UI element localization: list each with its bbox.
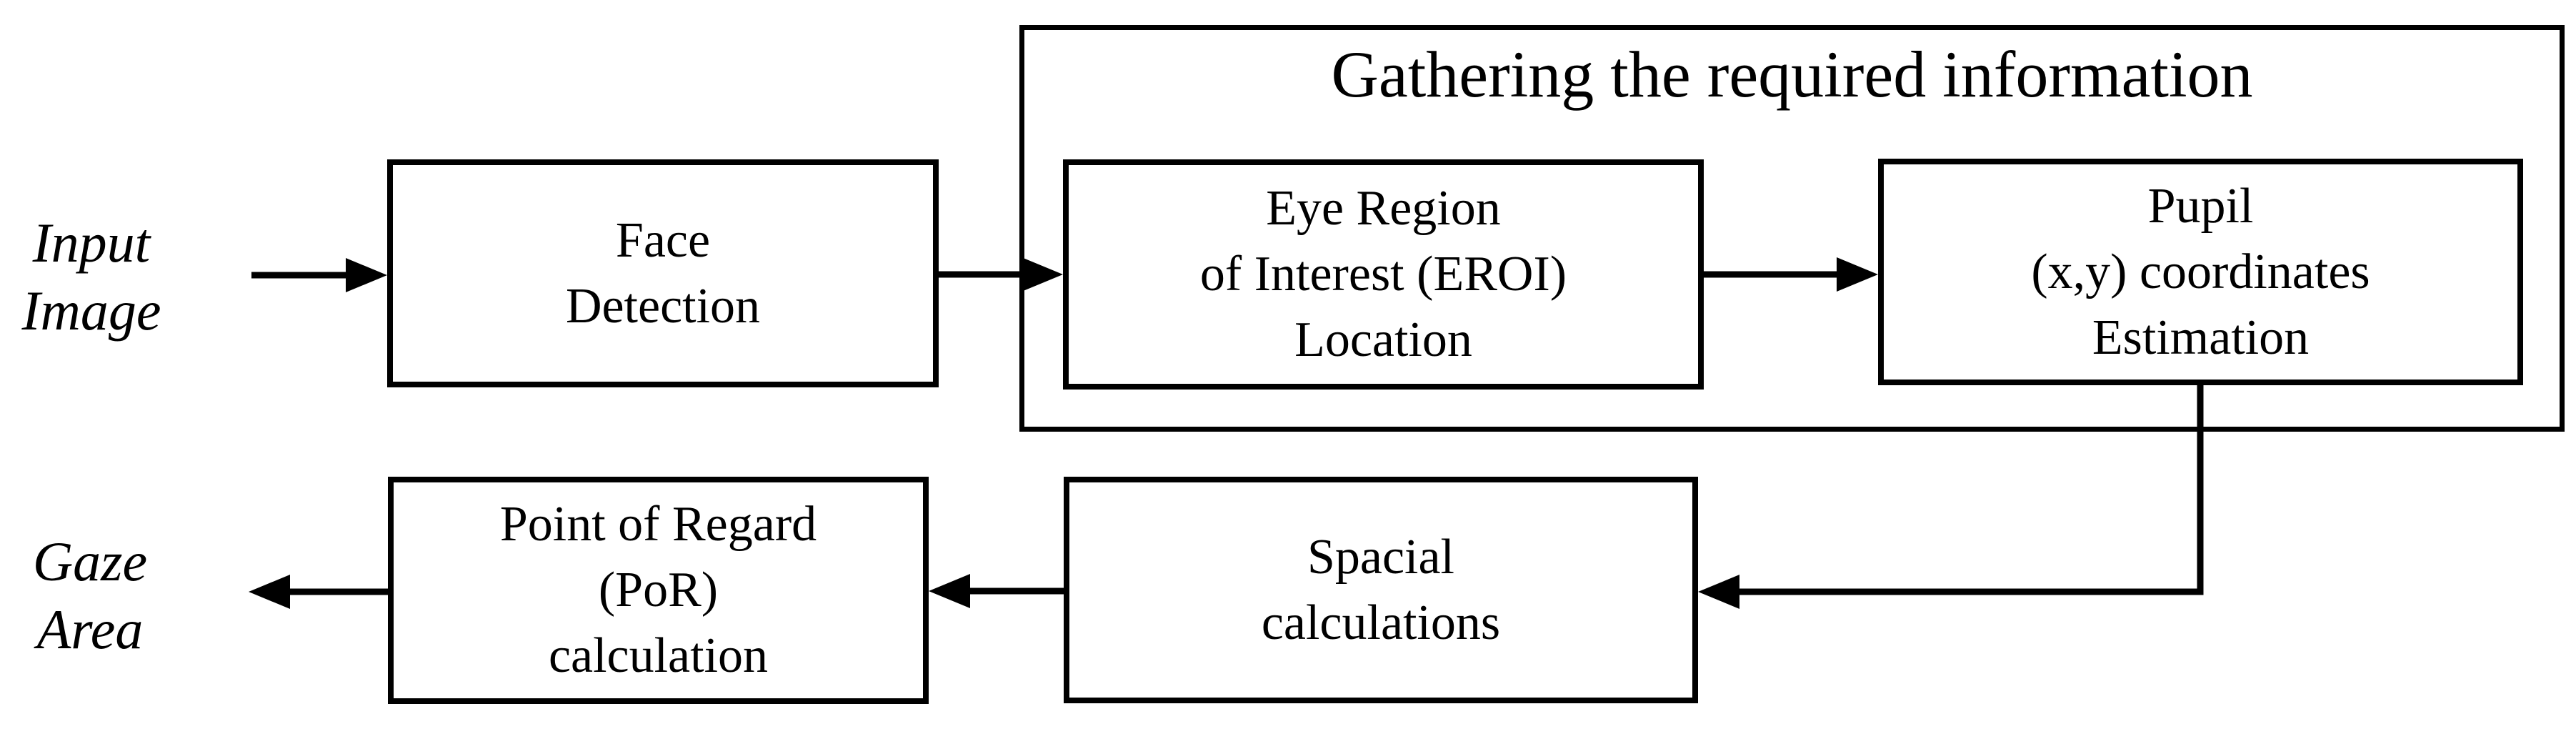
input-image-label: Input Image [16, 209, 166, 344]
gathering-information-title: Gathering the required information [1331, 38, 2253, 111]
eroi-label-line3: Location [1294, 312, 1472, 367]
spacial-label-line2: calculations [1261, 595, 1501, 650]
arrow-por-to-gaze [249, 575, 388, 609]
pupil-label-line1: Pupil [2147, 178, 2254, 234]
face-detection-box: Face Detection [387, 159, 939, 387]
pupil-label-line3: Estimation [2092, 309, 2310, 365]
eye-region-of-interest-box: Eye Region of Interest (EROI) Location [1063, 159, 1704, 390]
gaze-area-label-line2: Area [36, 598, 144, 660]
pupil-label-line2: (x,y) coordinates [2031, 244, 2370, 299]
gaze-area-label-line1: Gaze [32, 530, 148, 592]
face-detection-label-line2: Detection [565, 278, 761, 334]
pupil-coordinates-estimation-box: Pupil (x,y) coordinates Estimation [1878, 159, 2523, 385]
por-label-line3: calculation [548, 628, 769, 683]
arrow-input-to-face [251, 258, 387, 292]
arrow-spacial-to-por [929, 574, 1064, 608]
input-image-label-line1: Input [32, 212, 151, 274]
spacial-calculations-box: Spacial calculations [1064, 477, 1698, 703]
por-label-line1: Point of Regard [499, 497, 817, 552]
arrow-face-to-eroi [939, 257, 1063, 292]
point-of-regard-calculation-box: Point of Regard (PoR) calculation [388, 477, 929, 704]
gaze-area-label: Gaze Area [14, 527, 166, 663]
eroi-label-line2: of Interest (EROI) [1199, 247, 1567, 302]
face-detection-label-line1: Face [615, 212, 711, 268]
por-label-line2: (PoR) [598, 562, 719, 618]
input-image-label-line2: Image [21, 279, 161, 342]
eroi-label-line1: Eye Region [1266, 181, 1501, 236]
spacial-label-line1: Spacial [1307, 529, 1455, 585]
arrow-eroi-to-pupil [1704, 257, 1878, 292]
arrow-pupil-to-spacial [1698, 385, 2204, 609]
